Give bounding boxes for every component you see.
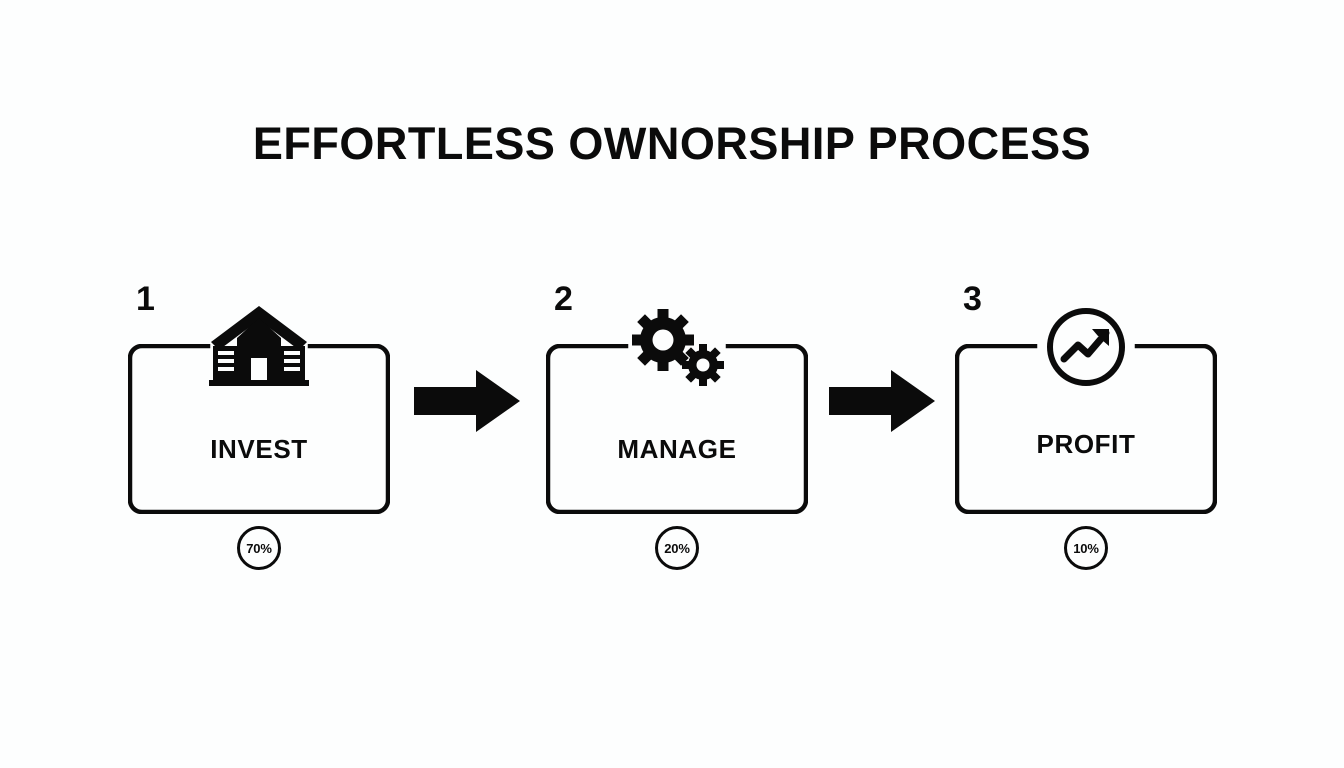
step-number: 3 bbox=[963, 280, 982, 318]
badge-value: 20% bbox=[664, 540, 690, 556]
badge-value: 10% bbox=[1073, 540, 1099, 556]
badge-circle bbox=[655, 526, 699, 570]
building-investment-icon bbox=[209, 306, 309, 386]
step-label: INVEST bbox=[210, 434, 308, 464]
step-percentage-badge: 20% bbox=[655, 526, 699, 570]
step-number: 1 bbox=[136, 280, 155, 318]
step-number: 2 bbox=[554, 280, 573, 318]
badge-circle bbox=[1064, 526, 1108, 570]
card-frame bbox=[546, 344, 808, 514]
step-card[interactable]: MANAGE bbox=[546, 309, 808, 514]
badge-circle bbox=[237, 526, 281, 570]
step-percentage-badge: 10% bbox=[1064, 526, 1108, 570]
arrow-2-to-3-icon bbox=[829, 370, 935, 432]
step-card[interactable]: PROFIT bbox=[955, 308, 1217, 514]
page-title: EFFORTLESS OWNORSHIP PROCESS bbox=[252, 118, 1092, 169]
gears-icon bbox=[632, 309, 724, 386]
arrow-1-to-2-icon bbox=[414, 370, 520, 432]
trending-up-circle-icon bbox=[1047, 308, 1125, 386]
badge-value: 70% bbox=[246, 540, 272, 556]
step-percentage-badge: 70% bbox=[237, 526, 281, 570]
step-card[interactable]: INVEST bbox=[128, 306, 390, 514]
card-frame bbox=[955, 344, 1217, 514]
card-frame bbox=[128, 344, 390, 514]
step-label: PROFIT bbox=[1036, 429, 1136, 459]
step-label: MANAGE bbox=[617, 434, 737, 464]
